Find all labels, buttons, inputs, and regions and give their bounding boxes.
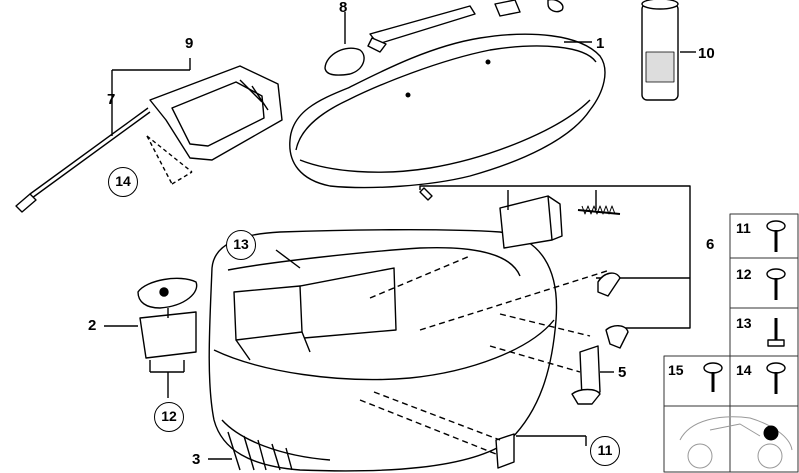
callout-9: 9: [185, 35, 194, 52]
bracket-part: [15, 58, 283, 213]
spray-can-part: [641, 0, 696, 101]
latch-part: [369, 185, 691, 349]
circle-callout-12: 12: [154, 402, 184, 432]
panel-label-12: 12: [736, 266, 752, 282]
callout-8: 8: [339, 0, 348, 16]
screw-panel-lines: [663, 213, 799, 473]
callout-7: 7: [107, 91, 116, 108]
panel-label-14: 14: [736, 362, 752, 378]
callout-10: 10: [698, 45, 715, 62]
circle-callout-14: 14: [108, 167, 138, 197]
callout-5: 5: [618, 364, 627, 381]
callout-3: 3: [192, 451, 201, 468]
lock-part: [137, 277, 198, 398]
callout-2: 2: [88, 317, 97, 334]
circle-callout-11: 11: [590, 436, 620, 466]
callout-1: 1: [596, 35, 605, 52]
leader-lines: [104, 41, 592, 460]
panel-label-15: 15: [668, 362, 684, 378]
lid-part: [289, 33, 606, 189]
screw-icons: [703, 220, 786, 394]
fitting-part: [359, 313, 614, 469]
callout-6: 6: [706, 236, 715, 253]
panel-label-13: 13: [736, 315, 752, 331]
case-body-part: [208, 228, 558, 472]
motorcycle-thumbnail: [679, 416, 793, 469]
circle-callout-13: 13: [226, 230, 256, 260]
panel-label-11: 11: [736, 220, 751, 236]
handle-part: [324, 0, 564, 76]
